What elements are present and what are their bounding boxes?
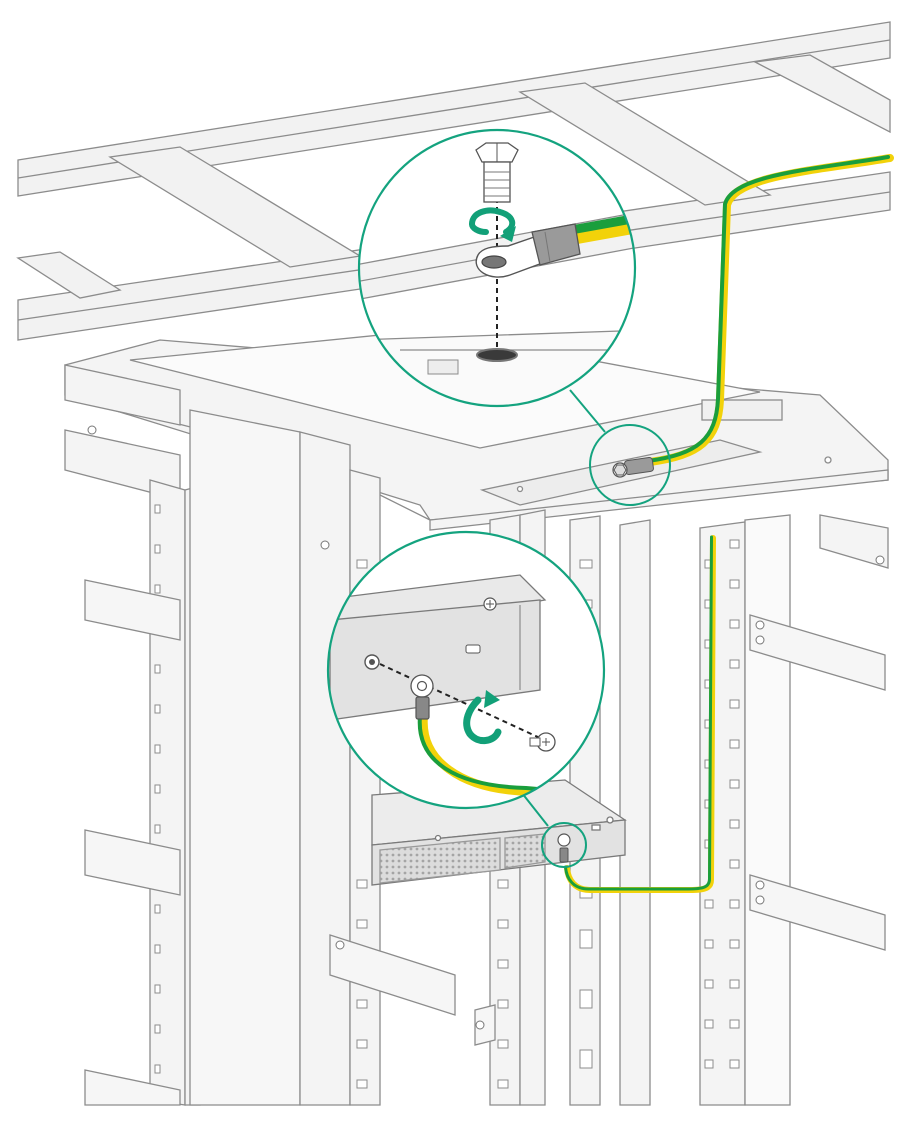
bracket-small	[474, 1004, 496, 1046]
bracket-left-lower	[84, 829, 181, 896]
rotate-clockwise-icon	[463, 690, 502, 744]
bracket-right-upper	[749, 614, 886, 691]
callout-ring-small-top	[589, 424, 671, 506]
device-grounding-detail	[326, 530, 606, 810]
mounting-brackets	[84, 579, 886, 1106]
callout-ring-top	[357, 128, 637, 408]
bracket-left-bottom	[84, 1069, 181, 1106]
device-grounding-point	[557, 833, 571, 863]
bracket-center-lower	[329, 934, 456, 1016]
callout-ring-small-device	[541, 822, 587, 868]
bracket-left-upper	[84, 579, 181, 641]
grounding-bolt	[475, 142, 519, 203]
bracket-screws	[87, 425, 885, 1030]
top-grounding-detail	[357, 128, 637, 408]
rack-hole-column-left	[154, 504, 161, 1074]
rack-top-grounding-point	[612, 457, 654, 478]
device-grounding-screw	[529, 732, 556, 752]
ring-terminal-device	[410, 674, 434, 720]
callout-ring-device	[326, 530, 606, 810]
callout-leader-top	[569, 389, 606, 433]
bracket-right-lower	[749, 874, 886, 951]
yellow-green-grounding-cable	[564, 154, 894, 893]
ring-terminal	[475, 223, 581, 278]
rotate-clockwise-icon	[469, 207, 516, 242]
